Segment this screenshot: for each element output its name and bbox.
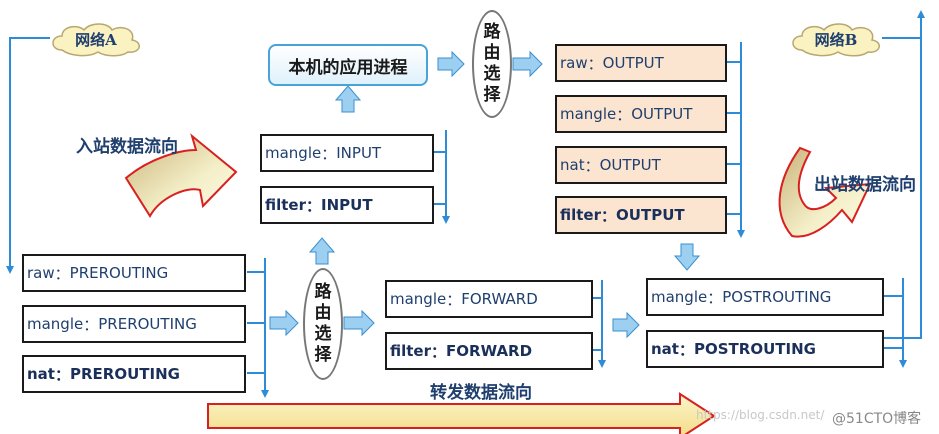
inbound-flow-label: 入站数据流向 bbox=[76, 137, 178, 157]
forward-flow-arrow bbox=[207, 392, 716, 434]
routing-decision-top: 路由 选择 bbox=[472, 10, 512, 118]
forward-filter: filter：FORWARD bbox=[385, 332, 593, 370]
output-mangle: mangle：OUTPUT bbox=[555, 95, 727, 133]
cloud-icon bbox=[792, 23, 880, 57]
arrow-routing1-to-forward bbox=[343, 309, 375, 337]
postrouting-mangle: mangle：POSTROUTING bbox=[646, 278, 884, 316]
network-a-cloud: 网络A bbox=[48, 20, 144, 58]
cloud-icon bbox=[52, 23, 140, 57]
network-a-line bbox=[9, 37, 50, 272]
prerouting-mangle: mangle：PREROUTING bbox=[22, 305, 246, 343]
postrouting-nat: nat：POSTROUTING bbox=[646, 330, 884, 368]
arrow-forward-to-post bbox=[612, 311, 640, 339]
prerouting-nat: nat：PREROUTING bbox=[22, 355, 246, 393]
outbound-flow-label: 出站数据流向 bbox=[814, 175, 916, 195]
forward-flow-label: 转发数据流向 bbox=[430, 383, 532, 403]
routing-decision-bottom: 路由 选择 bbox=[303, 268, 343, 380]
network-b-label: 网络B bbox=[814, 30, 858, 49]
arrow-routing2-to-output bbox=[512, 50, 543, 78]
network-b-line bbox=[884, 12, 922, 339]
cto-watermark: @51CTO博客 bbox=[832, 411, 922, 427]
input-mangle: mangle：INPUT bbox=[260, 134, 434, 172]
inbound-curve-arrow bbox=[124, 133, 238, 218]
arrow-input-to-app bbox=[334, 85, 362, 113]
arrow-output-down bbox=[673, 243, 701, 271]
arrow-routing1-up bbox=[308, 237, 336, 265]
input-filter: filter：INPUT bbox=[260, 186, 434, 224]
network-a-label: 网络A bbox=[75, 30, 117, 49]
output-nat: nat：OUTPUT bbox=[555, 146, 727, 184]
network-a-line-arrowhead bbox=[6, 266, 14, 274]
csdn-watermark: https://blog.csdn.net/ bbox=[696, 408, 825, 422]
prerouting-raw: raw：PREROUTING bbox=[22, 254, 246, 292]
outbound-curve-arrow bbox=[778, 146, 872, 238]
arrow-to-routing1 bbox=[269, 309, 299, 337]
local-app-process: 本机的应用进程 bbox=[268, 44, 428, 86]
arrow-app-to-routing2 bbox=[437, 50, 465, 78]
output-filter: filter：OUTPUT bbox=[555, 196, 727, 234]
network-b-cloud: 网络B bbox=[788, 20, 884, 58]
forward-mangle: mangle：FORWARD bbox=[385, 280, 593, 318]
output-raw: raw：OUTPUT bbox=[555, 44, 727, 82]
